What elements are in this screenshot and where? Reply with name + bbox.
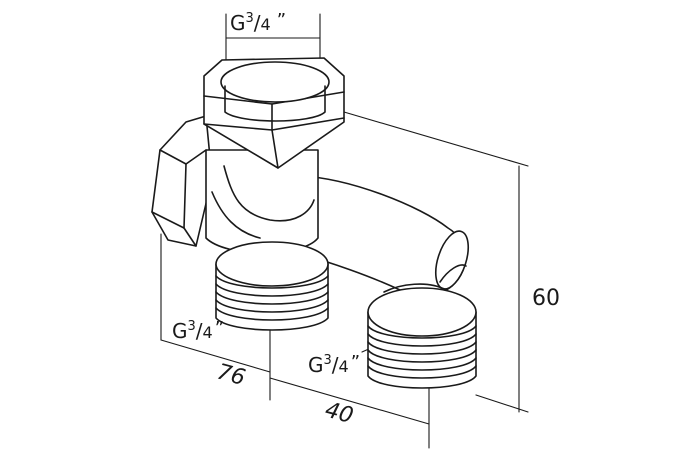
central-body xyxy=(205,149,319,254)
label-thread-left: G3/4” xyxy=(172,318,224,343)
left-threaded-outlet xyxy=(215,241,329,331)
top-hex-nut xyxy=(203,57,345,169)
label-thread-top: G3/4” xyxy=(230,10,286,35)
dimension-spacing-40: 40 xyxy=(322,398,356,429)
label-thread-right: G3/4” xyxy=(308,352,360,377)
right-threaded-outlet xyxy=(367,283,477,389)
dimension-height-60: 60 xyxy=(532,286,560,311)
valve-body xyxy=(151,57,477,389)
side-hex-nut xyxy=(151,115,213,247)
top-inlet-opening xyxy=(220,61,330,103)
